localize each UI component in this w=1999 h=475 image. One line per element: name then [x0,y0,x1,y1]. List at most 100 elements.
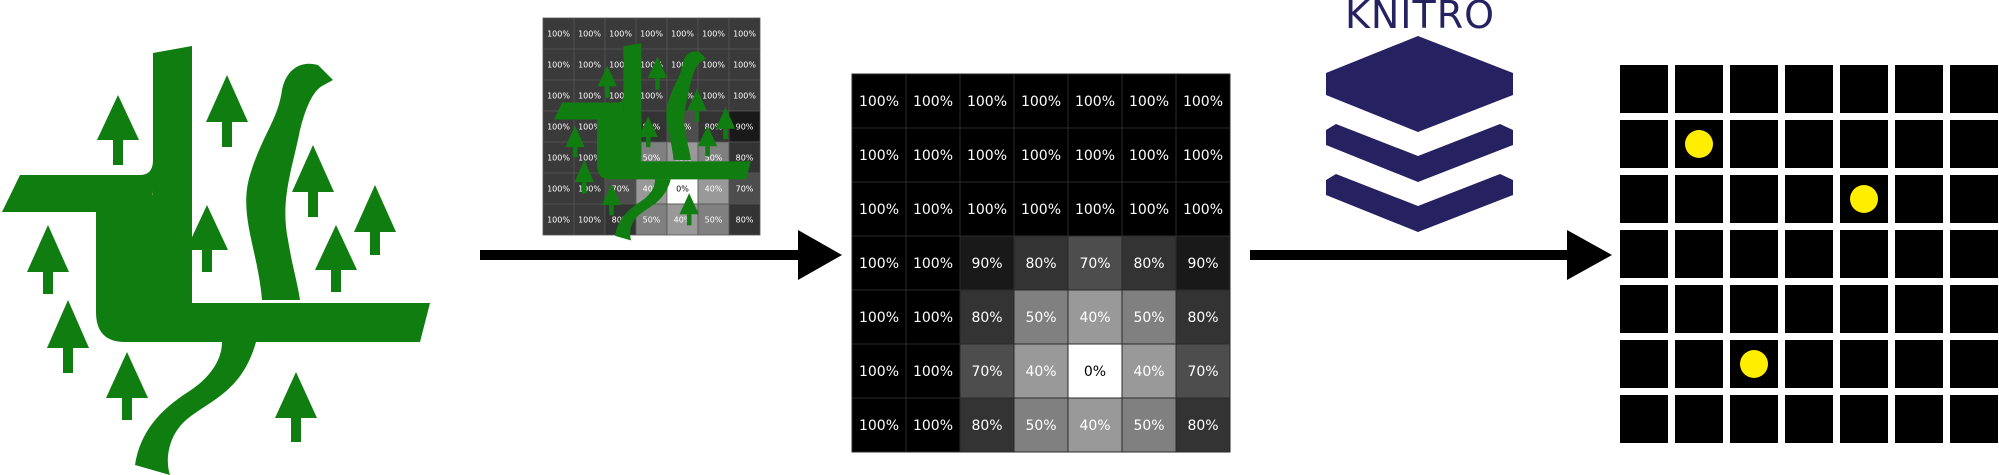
coverage-cell-label: 100% [859,148,899,164]
knitro-logo: KNITRO [1326,0,1513,232]
coverage-cell [1175,181,1231,237]
thumb-cell-label: 40% [643,185,661,194]
placement-cell [1895,285,1943,333]
placement-cell [1620,65,1668,113]
placement-marker [1740,350,1768,378]
thumb-cell [697,48,730,81]
thumb-cell-label: 100% [640,92,663,101]
coverage-cell-label: 50% [1133,310,1164,326]
placement-cell [1895,340,1943,388]
coverage-cell [1121,397,1177,453]
placement-cell [1895,175,1943,223]
arrow-icon [480,230,842,280]
placement-cell [1785,395,1833,443]
coverage-cell-label: 100% [913,256,953,272]
placement-cell [1675,395,1723,443]
placement-cell [1895,230,1943,278]
coverage-cell-label: 100% [1129,202,1169,218]
placement-cell [1840,285,1888,333]
coverage-cell-label: 100% [1021,202,1061,218]
placement-cell [1950,230,1998,278]
placement-cell [1950,175,1998,223]
placement-cell [1675,285,1723,333]
coverage-cell [905,397,961,453]
placement-cell [1730,395,1778,443]
thumb-cell-label: 100% [609,92,632,101]
thumb-cell-label: 80% [736,216,754,225]
tree-icon [687,88,707,122]
placement-cell [1840,120,1888,168]
thumb-cell-label: 100% [702,92,725,101]
coverage-cell [959,397,1015,453]
coverage-cell [851,127,907,183]
coverage-cell-label: 100% [967,94,1007,110]
arrow-icon [1250,230,1612,280]
coverage-cell-label: 70% [1187,364,1218,380]
coverage-cell-label: 100% [859,418,899,434]
thumb-cell-label: 100% [547,154,570,163]
tree-icon [97,95,139,165]
placement-grid [1620,65,1998,443]
placement-cell [1730,230,1778,278]
thumb-cell-label: 100% [547,185,570,194]
coverage-cell [1175,73,1231,129]
placement-cell [1950,285,1998,333]
coverage-cell-label: 80% [1025,256,1056,272]
coverage-cell [1067,73,1123,129]
thumb-cell [728,79,761,112]
tree-icon [106,352,148,420]
coverage-cell [1067,235,1123,291]
coverage-cell [1175,343,1231,399]
thumb-cell-label: 40% [674,216,692,225]
tree-icon [275,372,317,442]
placement-cell [1895,120,1943,168]
forest-road-river-overlay-icon [553,43,751,241]
coverage-cell [1013,343,1069,399]
placement-cell [1675,340,1723,388]
coverage-cell [1067,127,1123,183]
thumb-cell [728,48,761,81]
coverage-cell [851,73,907,129]
coverage-cell-label: 50% [1025,310,1056,326]
coverage-cell-label: 100% [913,418,953,434]
coverage-cell-label: 100% [913,310,953,326]
coverage-cell-label: 40% [1133,364,1164,380]
coverage-cell-label: 100% [1129,148,1169,164]
coverage-cell [1121,181,1177,237]
tree-icon [715,107,736,140]
coverage-cell-label: 100% [859,94,899,110]
coverage-cell-label: 100% [1129,94,1169,110]
placement-cell [1620,175,1668,223]
coverage-cell-label: 40% [1025,364,1056,380]
placement-cell [1785,230,1833,278]
coverage-cell-label: 80% [971,418,1002,434]
placement-cell [1620,285,1668,333]
thumb-cell [697,17,730,50]
thumb-cell-label: 100% [547,216,570,225]
thumb-cell-label: 100% [609,61,632,70]
thumb-cell-label: 70% [736,185,754,194]
map-grid-overlay-thumbnail: 100% 100% 100% 100% 100% 100% 100% 100% 100% 100%… [542,17,761,241]
coverage-cell [1175,127,1231,183]
thumb-cell-label: 100% [733,30,756,39]
coverage-cell-label: 70% [1079,256,1110,272]
thumb-cell-label: 100% [702,61,725,70]
coverage-cell-label: 100% [859,364,899,380]
thumb-cell-label: 100% [547,123,570,132]
coverage-cell [1013,235,1069,291]
coverage-cell-label: 80% [971,310,1002,326]
tree-icon [315,225,357,292]
knitro-logo-text: KNITRO [1345,0,1495,37]
placement-cell [1895,395,1943,443]
placement-cell [1950,395,1998,443]
placement-cell [1840,65,1888,113]
thumb-cell-label: 100% [578,185,601,194]
thumb-cell-label: 0% [676,185,689,194]
tree-icon [647,56,668,90]
coverage-cell-label: 100% [913,364,953,380]
coverage-cell-label: 100% [913,94,953,110]
coverage-cell-label: 40% [1079,418,1110,434]
tree-icon [597,65,617,98]
thumb-cell-label: 100% [578,61,601,70]
